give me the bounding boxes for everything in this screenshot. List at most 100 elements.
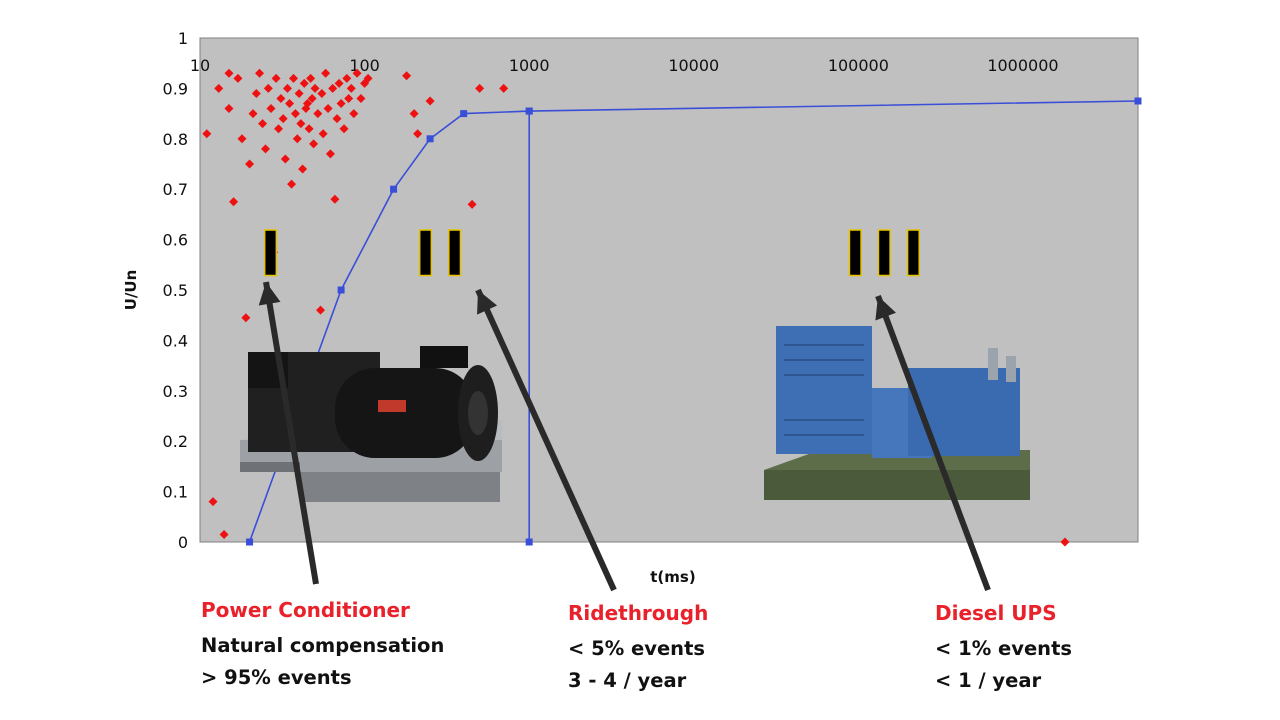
caption-ridethrough: Ridethrough < 5% events 3 - 4 / year bbox=[568, 601, 708, 697]
event-point bbox=[260, 144, 270, 154]
y-tick-label: 1 bbox=[178, 29, 188, 48]
event-point bbox=[229, 197, 239, 207]
caption-line: < 5% events bbox=[568, 637, 705, 660]
event-point bbox=[258, 119, 268, 129]
event-point bbox=[339, 124, 349, 134]
y-tick-label: 0.6 bbox=[163, 231, 188, 250]
event-point bbox=[467, 199, 477, 209]
event-point bbox=[251, 88, 261, 98]
event-point bbox=[269, 247, 279, 257]
event-point bbox=[332, 114, 342, 124]
pointer-arrow bbox=[475, 288, 617, 592]
caption-diesel-ups: Diesel UPS < 1% events < 1 / year bbox=[935, 601, 1072, 697]
event-point bbox=[325, 149, 335, 159]
event-point bbox=[409, 109, 419, 119]
event-point bbox=[296, 119, 306, 129]
line-marker bbox=[390, 185, 398, 193]
event-point bbox=[304, 124, 314, 134]
event-point bbox=[330, 194, 340, 204]
y-tick-label: 0.9 bbox=[163, 79, 188, 98]
event-point bbox=[285, 99, 295, 109]
x-tick-label: 1000000 bbox=[987, 56, 1058, 75]
event-point bbox=[306, 73, 316, 83]
y-tick-label: 0.8 bbox=[163, 130, 188, 149]
event-point bbox=[208, 497, 218, 507]
y-axis: 00.10.20.30.40.50.60.70.80.91 bbox=[163, 29, 188, 552]
event-point bbox=[299, 78, 309, 88]
caption-line: < 1% events bbox=[935, 637, 1072, 660]
event-point bbox=[307, 93, 317, 103]
event-point bbox=[313, 109, 323, 119]
line-marker bbox=[1134, 97, 1142, 105]
event-point bbox=[263, 83, 273, 93]
event-point bbox=[1060, 537, 1070, 547]
event-point bbox=[214, 83, 224, 93]
event-point bbox=[352, 68, 362, 78]
event-point bbox=[309, 139, 319, 149]
line-marker bbox=[426, 135, 434, 143]
event-point bbox=[317, 88, 327, 98]
event-point bbox=[202, 129, 212, 139]
event-point bbox=[413, 129, 423, 139]
event-point bbox=[349, 109, 359, 119]
event-point bbox=[334, 78, 344, 88]
region-label: III bbox=[844, 218, 931, 291]
caption-power-conditioner: Power Conditioner Natural compensation >… bbox=[201, 598, 444, 694]
event-point bbox=[344, 93, 354, 103]
event-point bbox=[224, 104, 234, 114]
line-marker bbox=[337, 286, 345, 294]
event-point bbox=[342, 73, 352, 83]
caption-line: 3 - 4 / year bbox=[568, 669, 687, 692]
event-point bbox=[321, 68, 331, 78]
y-axis-label: U/Un bbox=[122, 270, 140, 311]
event-point bbox=[363, 73, 373, 83]
x-tick-label: 10 bbox=[190, 56, 210, 75]
event-point bbox=[219, 529, 229, 539]
event-point bbox=[346, 83, 356, 93]
caption-title: Ridethrough bbox=[568, 601, 709, 625]
event-point bbox=[287, 179, 297, 189]
x-tick-label: 100000 bbox=[828, 56, 889, 75]
x-axis-label: t(ms) bbox=[650, 568, 695, 586]
y-tick-label: 0.5 bbox=[163, 281, 188, 300]
event-point bbox=[294, 88, 304, 98]
event-point bbox=[237, 134, 247, 144]
event-point bbox=[425, 96, 435, 106]
y-tick-label: 0.1 bbox=[163, 483, 188, 502]
y-tick-label: 0.3 bbox=[163, 382, 188, 401]
x-tick-label: 10000 bbox=[668, 56, 719, 75]
series-layer bbox=[202, 68, 1142, 547]
event-point bbox=[248, 109, 258, 119]
region-label: II bbox=[414, 218, 472, 291]
event-point bbox=[280, 154, 290, 164]
event-point bbox=[290, 109, 300, 119]
line-marker bbox=[525, 538, 533, 546]
caption-title: Power Conditioner bbox=[201, 598, 410, 622]
event-point bbox=[241, 313, 251, 323]
event-point bbox=[278, 114, 288, 124]
diesel-ups-generator bbox=[764, 326, 1030, 500]
event-point bbox=[318, 129, 328, 139]
arrow-head bbox=[258, 282, 281, 306]
event-point bbox=[271, 73, 281, 83]
event-point bbox=[224, 68, 234, 78]
caption-line: Natural compensation bbox=[201, 634, 445, 657]
event-point bbox=[282, 83, 292, 93]
event-point bbox=[323, 104, 333, 114]
caption-line: < 1 / year bbox=[935, 669, 1042, 692]
event-point bbox=[274, 124, 284, 134]
event-point bbox=[475, 83, 485, 93]
event-point bbox=[292, 134, 302, 144]
event-point bbox=[356, 93, 366, 103]
event-point bbox=[310, 83, 320, 93]
event-point bbox=[266, 104, 276, 114]
event-point bbox=[289, 73, 299, 83]
caption-title: Diesel UPS bbox=[935, 601, 1057, 625]
event-point bbox=[245, 159, 255, 169]
event-point bbox=[316, 305, 326, 315]
region-label: I bbox=[259, 218, 288, 291]
pointer-arrow bbox=[263, 281, 319, 585]
arrow-head bbox=[477, 290, 498, 315]
event-point bbox=[402, 71, 412, 81]
